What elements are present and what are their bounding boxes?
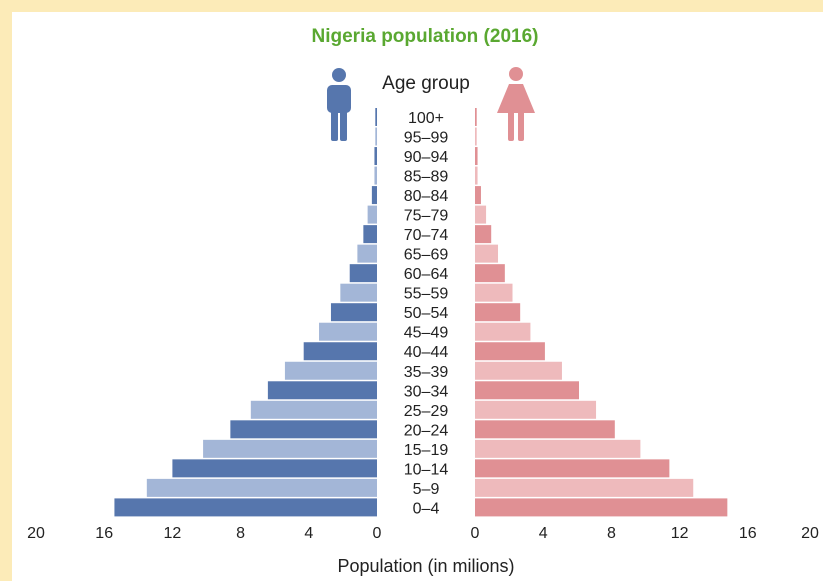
chart-title: Nigeria population (2016) [312,26,539,47]
male-bar-10–14 [172,459,377,478]
female-bar-10–14 [475,459,670,478]
male-bar-95–99 [375,127,378,146]
age-label-95–99: 95–99 [404,130,449,147]
female-bars [475,108,728,517]
age-label-30–34: 30–34 [404,383,449,400]
age-label-60–64: 60–64 [404,266,449,283]
age-label-80–84: 80–84 [404,188,449,205]
male-bar-100+ [375,108,378,126]
x-tick-left-12: 12 [164,525,182,542]
male-bar-70–74 [363,225,377,244]
x-tick-left-16: 16 [95,525,113,542]
male-bar-80–84 [371,186,377,205]
female-bar-70–74 [475,225,492,244]
x-tick-right-12: 12 [671,525,689,542]
male-bar-40–44 [303,342,377,361]
male-person-icon [327,68,351,141]
age-group-labels: 100+ 95–99 90–94 85–89 80–84 75–79 70–74 65–69 6… [404,110,449,517]
female-bar-5–9 [475,478,694,497]
x-axis-tick-labels: 20 16 12 8 4 0 0 4 8 12 16 20 [27,525,819,542]
age-label-45–49: 45–49 [404,325,449,342]
female-bar-30–34 [475,381,579,400]
age-label-90–94: 90–94 [404,149,449,166]
female-bar-35–39 [475,361,562,380]
male-bar-85–89 [374,166,377,185]
x-tick-right-0: 0 [471,525,480,542]
age-label-65–69: 65–69 [404,247,449,264]
age-label-15–19: 15–19 [404,442,449,459]
female-bar-40–44 [475,342,545,361]
female-person-icon [497,67,535,141]
female-bar-15–19 [475,439,641,458]
female-bar-0–4 [475,498,728,517]
male-bar-20–24 [230,420,377,439]
female-bar-100+ [475,108,477,126]
male-bar-35–39 [284,361,377,380]
age-label-40–44: 40–44 [404,344,449,361]
female-bar-75–79 [475,205,487,224]
male-bar-55–59 [340,283,377,302]
x-tick-left-0: 0 [373,525,382,542]
x-tick-right-20: 20 [801,525,819,542]
female-bar-80–84 [475,186,481,205]
female-bar-55–59 [475,283,513,302]
x-axis-title: Population (in milions) [337,556,514,576]
female-bar-45–49 [475,322,531,341]
age-label-20–24: 20–24 [404,422,449,439]
x-tick-left-4: 4 [304,525,313,542]
male-bar-60–64 [349,264,377,283]
female-bar-85–89 [475,166,478,185]
x-tick-left-8: 8 [236,525,245,542]
x-tick-right-16: 16 [739,525,757,542]
female-bar-90–94 [475,147,478,166]
male-bar-5–9 [146,478,377,497]
age-group-axis-title: Age group [382,73,470,94]
age-label-35–39: 35–39 [404,364,449,381]
male-bar-0–4 [114,498,378,517]
x-tick-right-8: 8 [607,525,616,542]
x-tick-left-20: 20 [27,525,45,542]
age-label-5–9: 5–9 [413,481,440,498]
age-label-25–29: 25–29 [404,403,449,420]
x-tick-right-4: 4 [539,525,548,542]
age-label-100+: 100+ [408,110,444,127]
age-label-55–59: 55–59 [404,286,449,303]
age-label-50–54: 50–54 [404,305,449,322]
male-bar-25–29 [250,400,377,419]
male-bars [114,108,378,517]
male-bar-30–34 [267,381,377,400]
male-bar-50–54 [330,303,377,322]
male-bar-75–79 [367,205,377,224]
male-bar-90–94 [374,147,377,166]
age-label-75–79: 75–79 [404,208,449,225]
age-label-0–4: 0–4 [413,500,440,517]
male-bar-15–19 [203,439,377,458]
age-label-70–74: 70–74 [404,227,449,244]
female-bar-60–64 [475,264,505,283]
female-bar-25–29 [475,400,597,419]
female-bar-95–99 [475,127,477,146]
female-bar-65–69 [475,244,499,263]
age-label-85–89: 85–89 [404,169,449,186]
female-bar-50–54 [475,303,521,322]
male-bar-45–49 [319,322,377,341]
male-bar-65–69 [357,244,377,263]
female-bar-20–24 [475,420,615,439]
age-label-10–14: 10–14 [404,461,449,478]
